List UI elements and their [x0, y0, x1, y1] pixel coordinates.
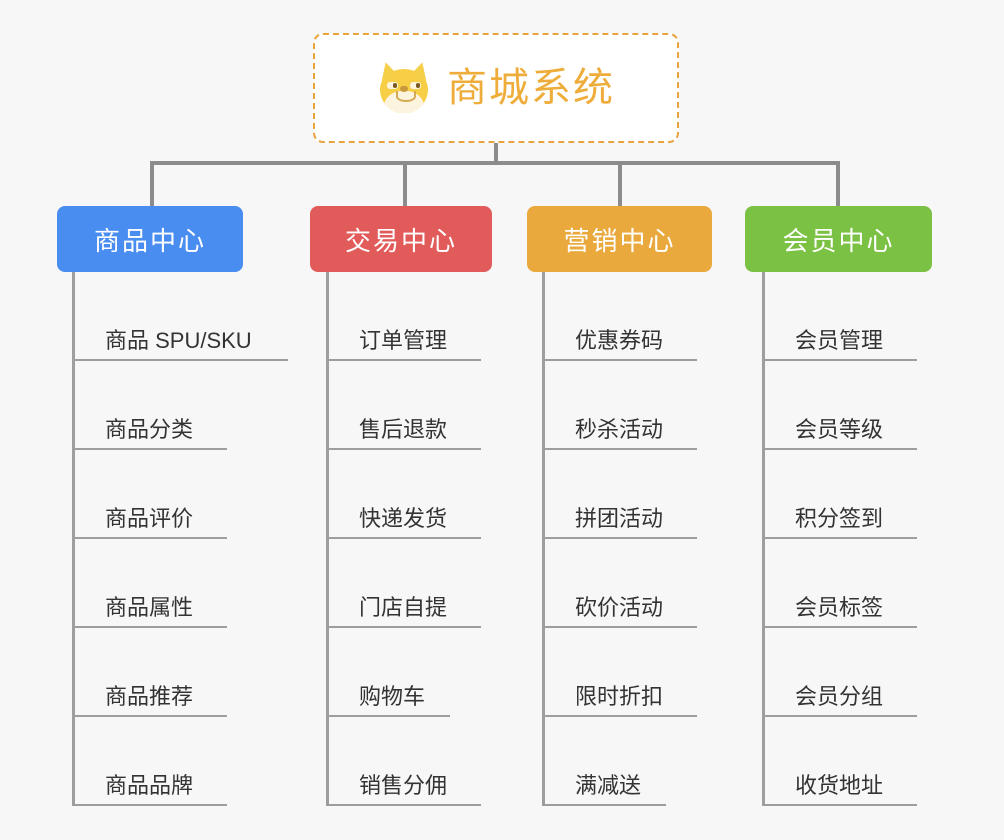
list-item[interactable]: 售后退款 [326, 361, 492, 450]
category-label: 商品中心 [93, 225, 206, 256]
connector-drop-2 [403, 163, 407, 208]
list-item[interactable]: 快递发货 [326, 450, 492, 539]
list-item[interactable]: 砍价活动 [542, 539, 712, 628]
category-node-product[interactable]: 商品中心 [57, 206, 243, 272]
list-item[interactable]: 会员标签 [762, 539, 932, 628]
category-node-marketing[interactable]: 营销中心 [527, 206, 712, 272]
list-item[interactable]: 商品 SPU/SKU [72, 272, 288, 361]
list-item[interactable]: 满减送 [542, 717, 712, 806]
list-item[interactable]: 会员分组 [762, 628, 932, 717]
category-column-product: 商品中心 商品 SPU/SKU 商品分类 商品评价 商品属性 商品推荐 商品品牌 [57, 206, 288, 822]
list-item[interactable]: 商品分类 [72, 361, 252, 450]
category-node-member[interactable]: 会员中心 [745, 206, 932, 272]
sub-item-label: 优惠券码 [575, 328, 664, 353]
sub-item-label: 商品评价 [105, 506, 194, 531]
list-item[interactable]: 积分签到 [762, 450, 932, 539]
category-label: 营销中心 [563, 225, 676, 256]
sub-item-label: 会员管理 [795, 328, 884, 353]
list-item[interactable]: 会员管理 [762, 272, 932, 361]
list-item[interactable]: 商品推荐 [72, 628, 252, 717]
root-title: 商城系统 [447, 66, 615, 110]
category-label: 交易中心 [344, 225, 457, 256]
connector-horizontal-bar [150, 161, 840, 165]
list-item[interactable]: 商品属性 [72, 539, 252, 628]
sub-item-label: 快递发货 [359, 506, 448, 531]
sub-item-label: 会员标签 [795, 595, 884, 620]
connector-drop-1 [150, 163, 154, 208]
sub-item-label: 门店自提 [359, 595, 448, 620]
sub-item-label: 商品分类 [105, 417, 194, 442]
sub-item-label: 购物车 [359, 684, 426, 709]
connector-drop-4 [836, 163, 840, 208]
sub-item-label: 限时折扣 [575, 684, 664, 709]
list-item[interactable]: 商品品牌 [72, 717, 252, 806]
list-item[interactable]: 拼团活动 [542, 450, 712, 539]
sub-item-label: 商品品牌 [105, 773, 194, 798]
sub-item-label: 拼团活动 [575, 506, 664, 531]
sub-item-label: 销售分佣 [359, 773, 448, 798]
sub-item-label: 积分签到 [795, 506, 884, 531]
sub-item-list-marketing: 优惠券码 秒杀活动 拼团活动 砍价活动 限时折扣 满减送 [542, 272, 712, 806]
list-item[interactable]: 收货地址 [762, 717, 932, 806]
sub-item-label: 售后退款 [359, 417, 448, 442]
list-item[interactable]: 会员等级 [762, 361, 932, 450]
root-node[interactable]: 商城系统 [313, 33, 679, 143]
list-item[interactable]: 购物车 [326, 628, 492, 717]
connector-drop-3 [618, 163, 622, 208]
list-item[interactable]: 秒杀活动 [542, 361, 712, 450]
sub-item-label: 商品推荐 [105, 684, 194, 709]
list-item[interactable]: 商品评价 [72, 450, 252, 539]
sub-item-list-product: 商品 SPU/SKU 商品分类 商品评价 商品属性 商品推荐 商品品牌 [72, 272, 288, 806]
category-column-marketing: 营销中心 优惠券码 秒杀活动 拼团活动 砍价活动 限时折扣 满减送 [527, 206, 712, 822]
list-item[interactable]: 优惠券码 [542, 272, 712, 361]
sub-item-label: 砍价活动 [575, 595, 664, 620]
list-item[interactable]: 订单管理 [326, 272, 492, 361]
sub-item-label: 商品 SPU/SKU [105, 328, 252, 353]
sub-item-label: 秒杀活动 [575, 417, 664, 442]
category-node-transaction[interactable]: 交易中心 [310, 206, 492, 272]
shiba-inu-dog-face-icon [377, 59, 431, 115]
sub-item-label: 收货地址 [795, 773, 884, 798]
category-column-member: 会员中心 会员管理 会员等级 积分签到 会员标签 会员分组 收货地址 [745, 206, 932, 822]
sub-item-label: 会员分组 [795, 684, 884, 709]
sub-item-label: 满减送 [575, 773, 642, 798]
sub-item-label: 会员等级 [795, 417, 884, 442]
sub-item-label: 订单管理 [359, 328, 448, 353]
sub-item-label: 商品属性 [105, 595, 194, 620]
category-column-transaction: 交易中心 订单管理 售后退款 快递发货 门店自提 购物车 销售分佣 [310, 206, 492, 822]
sub-item-list-member: 会员管理 会员等级 积分签到 会员标签 会员分组 收货地址 [762, 272, 932, 806]
list-item[interactable]: 限时折扣 [542, 628, 712, 717]
list-item[interactable]: 门店自提 [326, 539, 492, 628]
sub-item-list-transaction: 订单管理 售后退款 快递发货 门店自提 购物车 销售分佣 [326, 272, 492, 806]
connector-root-stem [494, 143, 498, 164]
category-label: 会员中心 [782, 225, 895, 256]
list-item[interactable]: 销售分佣 [326, 717, 492, 806]
